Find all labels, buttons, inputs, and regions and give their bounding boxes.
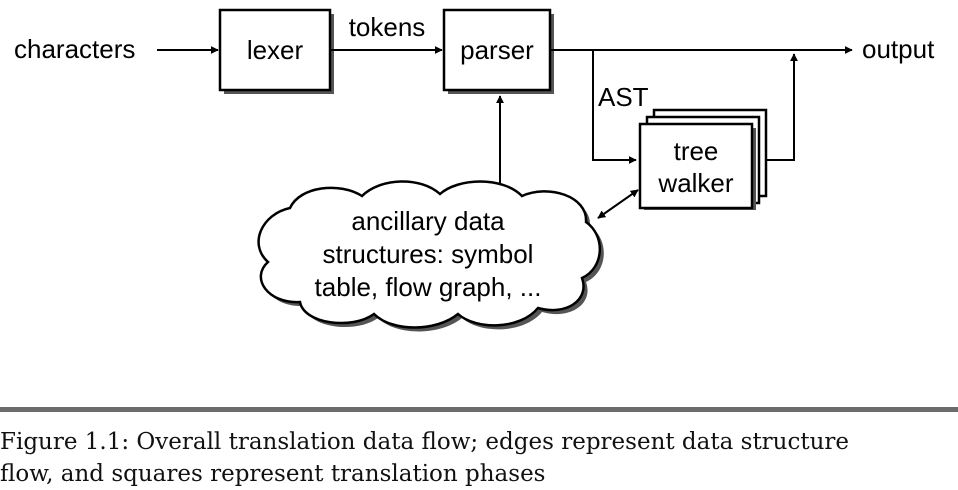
edge-parser-to-tree-walker bbox=[592, 50, 637, 164]
tokens-label: tokens bbox=[349, 12, 426, 42]
figure-caption: Figure 1.1: Overall translation data flo… bbox=[0, 426, 958, 490]
ast-label: AST bbox=[598, 82, 649, 112]
tree-walker-label-line1: tree bbox=[674, 136, 719, 166]
parser-label: parser bbox=[460, 35, 534, 65]
translation-flow-diagram: characters lexer tokens parser output AS… bbox=[14, 8, 935, 332]
caption-line2: flow, and squares represent translation … bbox=[0, 461, 546, 487]
input-label: characters bbox=[14, 34, 135, 64]
output-label: output bbox=[862, 34, 935, 64]
cloud-label-line2: structures: symbol bbox=[323, 239, 534, 269]
parser-box bbox=[442, 8, 552, 92]
lexer-box bbox=[218, 8, 332, 92]
lexer-label: lexer bbox=[247, 35, 304, 65]
tree-walker-box bbox=[638, 122, 754, 210]
caption-divider bbox=[0, 407, 958, 412]
tree-walker-label-line2: walker bbox=[657, 168, 733, 198]
edge-cloud-tree-walker bbox=[597, 189, 639, 219]
ancillary-data-cloud bbox=[257, 180, 602, 329]
cloud-label-line1: ancillary data bbox=[351, 206, 505, 236]
edge-tree-walker-to-output bbox=[766, 53, 798, 161]
caption-line1: Figure 1.1: Overall translation data flo… bbox=[0, 429, 850, 455]
cloud-label-line3: table, flow graph, ... bbox=[315, 272, 542, 302]
